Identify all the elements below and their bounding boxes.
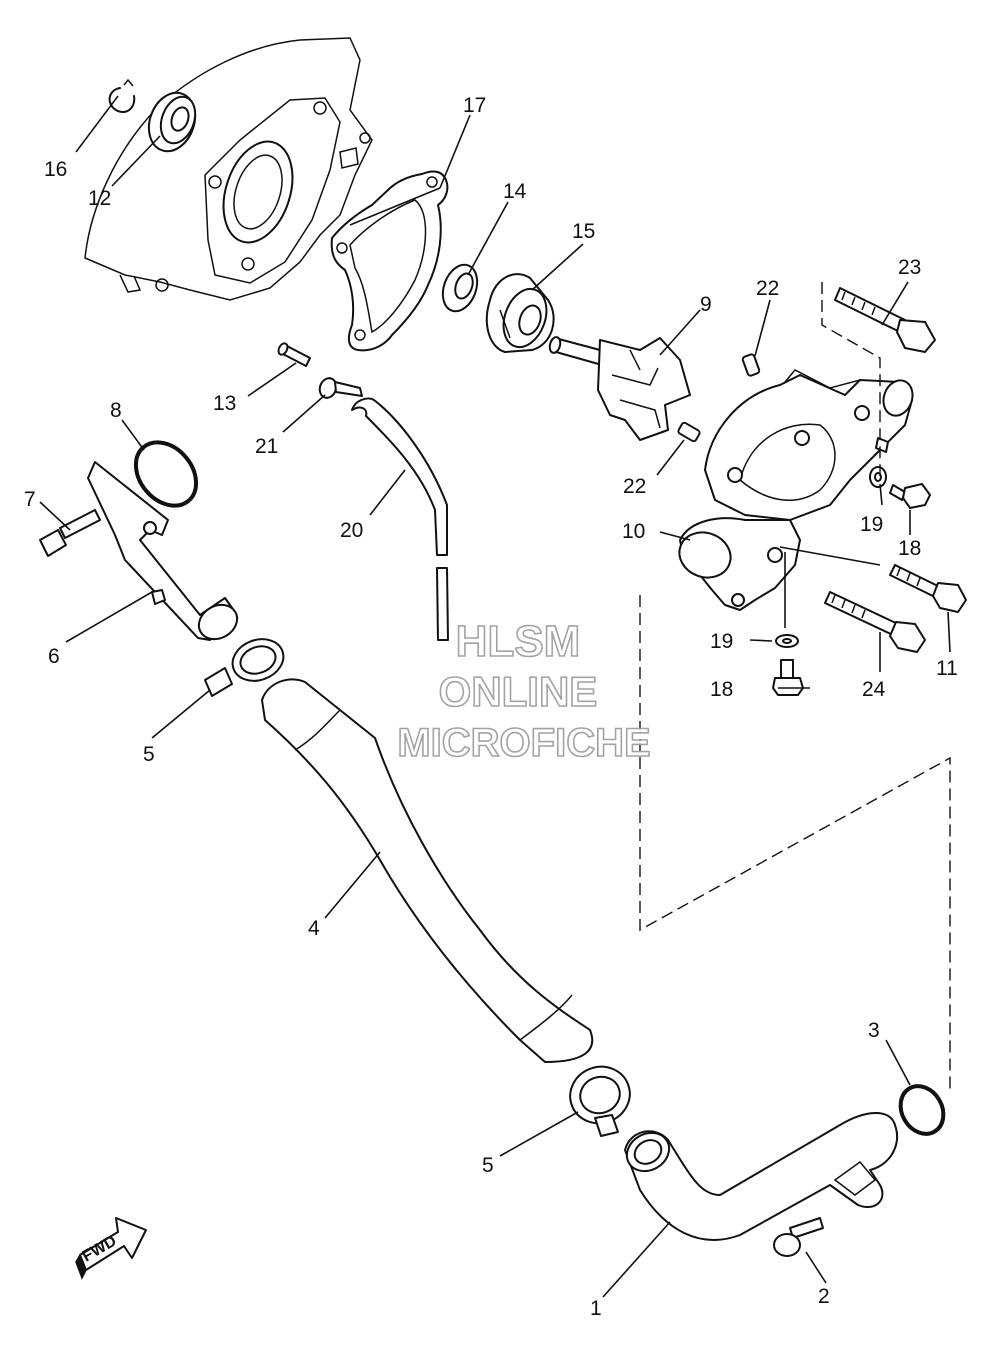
- callout-20: 20: [340, 519, 363, 542]
- callout-24: 24: [862, 678, 886, 701]
- bolt-long-middle: [889, 564, 967, 613]
- leader-lines: [39, 95, 951, 1298]
- impeller-shaft: [548, 336, 691, 441]
- callout-11: 11: [936, 657, 958, 680]
- callout-17: 17: [463, 94, 486, 117]
- bolt-short-lower: [772, 659, 804, 696]
- callout-7: 7: [24, 488, 36, 511]
- bolt-short-upper: [889, 483, 931, 509]
- watermark-line-3: MICROFICHE: [397, 721, 650, 765]
- hose-clamp-lower: [569, 1065, 631, 1137]
- circlip: [108, 78, 136, 114]
- callout-16: 16: [44, 158, 67, 181]
- gasket: [330, 170, 449, 352]
- callout-22-upper: 22: [756, 277, 779, 300]
- callout-3: 3: [868, 1019, 880, 1042]
- water-pump-housing: [704, 369, 914, 521]
- callout-1: 1: [590, 1297, 602, 1320]
- water-pump-cover: [678, 517, 801, 611]
- watermark-line-1: HLSM: [456, 617, 581, 666]
- bolt-pipe-upper: [39, 509, 101, 557]
- dowel-pin: [277, 342, 311, 367]
- callout-10: 10: [622, 520, 645, 543]
- watermark-line-2: ONLINE: [439, 668, 598, 715]
- mechanical-seal: [485, 273, 555, 353]
- callout-15: 15: [572, 220, 595, 243]
- callout-14: 14: [503, 180, 527, 203]
- callout-9: 9: [700, 293, 712, 316]
- callout-12: 12: [88, 187, 111, 210]
- o-ring-lower: [898, 1084, 946, 1136]
- callout-18-upper: 18: [898, 537, 921, 560]
- callout-23: 23: [898, 256, 921, 279]
- callout-2: 2: [818, 1285, 830, 1308]
- radiator-hose: [261, 678, 594, 1063]
- assembly-guides: [639, 282, 951, 1090]
- pipe-upper: [87, 461, 239, 641]
- callout-5-upper: 5: [143, 743, 155, 766]
- callout-labels: 16 12 17 14 15 9 22 23 13 21 8 7 20 22 1…: [24, 94, 958, 1320]
- callout-21: 21: [255, 435, 278, 458]
- o-ring-upper: [133, 440, 199, 508]
- crankcase-cover: [84, 37, 373, 301]
- watermark: HLSM ONLINE MICROFICHE: [397, 616, 652, 766]
- callout-6: 6: [48, 645, 60, 668]
- hose-clamp-small: [318, 377, 363, 399]
- callout-8: 8: [110, 399, 122, 422]
- pipe-lower: [624, 1112, 898, 1241]
- fwd-arrow-icon: FWD: [75, 1217, 147, 1280]
- dowel-pin-lower: [677, 421, 701, 443]
- bolt-long-upper: [834, 287, 936, 353]
- hose-clamp-upper: [204, 638, 285, 697]
- callout-4: 4: [308, 917, 320, 940]
- callout-19-lower: 19: [710, 630, 733, 653]
- washer-lower: [775, 634, 799, 648]
- callout-18-lower: 18: [710, 678, 733, 701]
- oil-seal: [441, 263, 479, 313]
- callout-5-lower: 5: [482, 1154, 494, 1177]
- bolt-pipe-lower: [773, 1217, 824, 1257]
- dowel-pin-upper: [741, 353, 761, 377]
- callout-22-lower: 22: [623, 475, 646, 498]
- callout-13: 13: [213, 392, 236, 415]
- bolt-long-lower: [824, 591, 926, 653]
- breather-hose: [351, 397, 449, 641]
- callout-19-upper: 19: [860, 513, 883, 536]
- washer-upper: [869, 466, 887, 488]
